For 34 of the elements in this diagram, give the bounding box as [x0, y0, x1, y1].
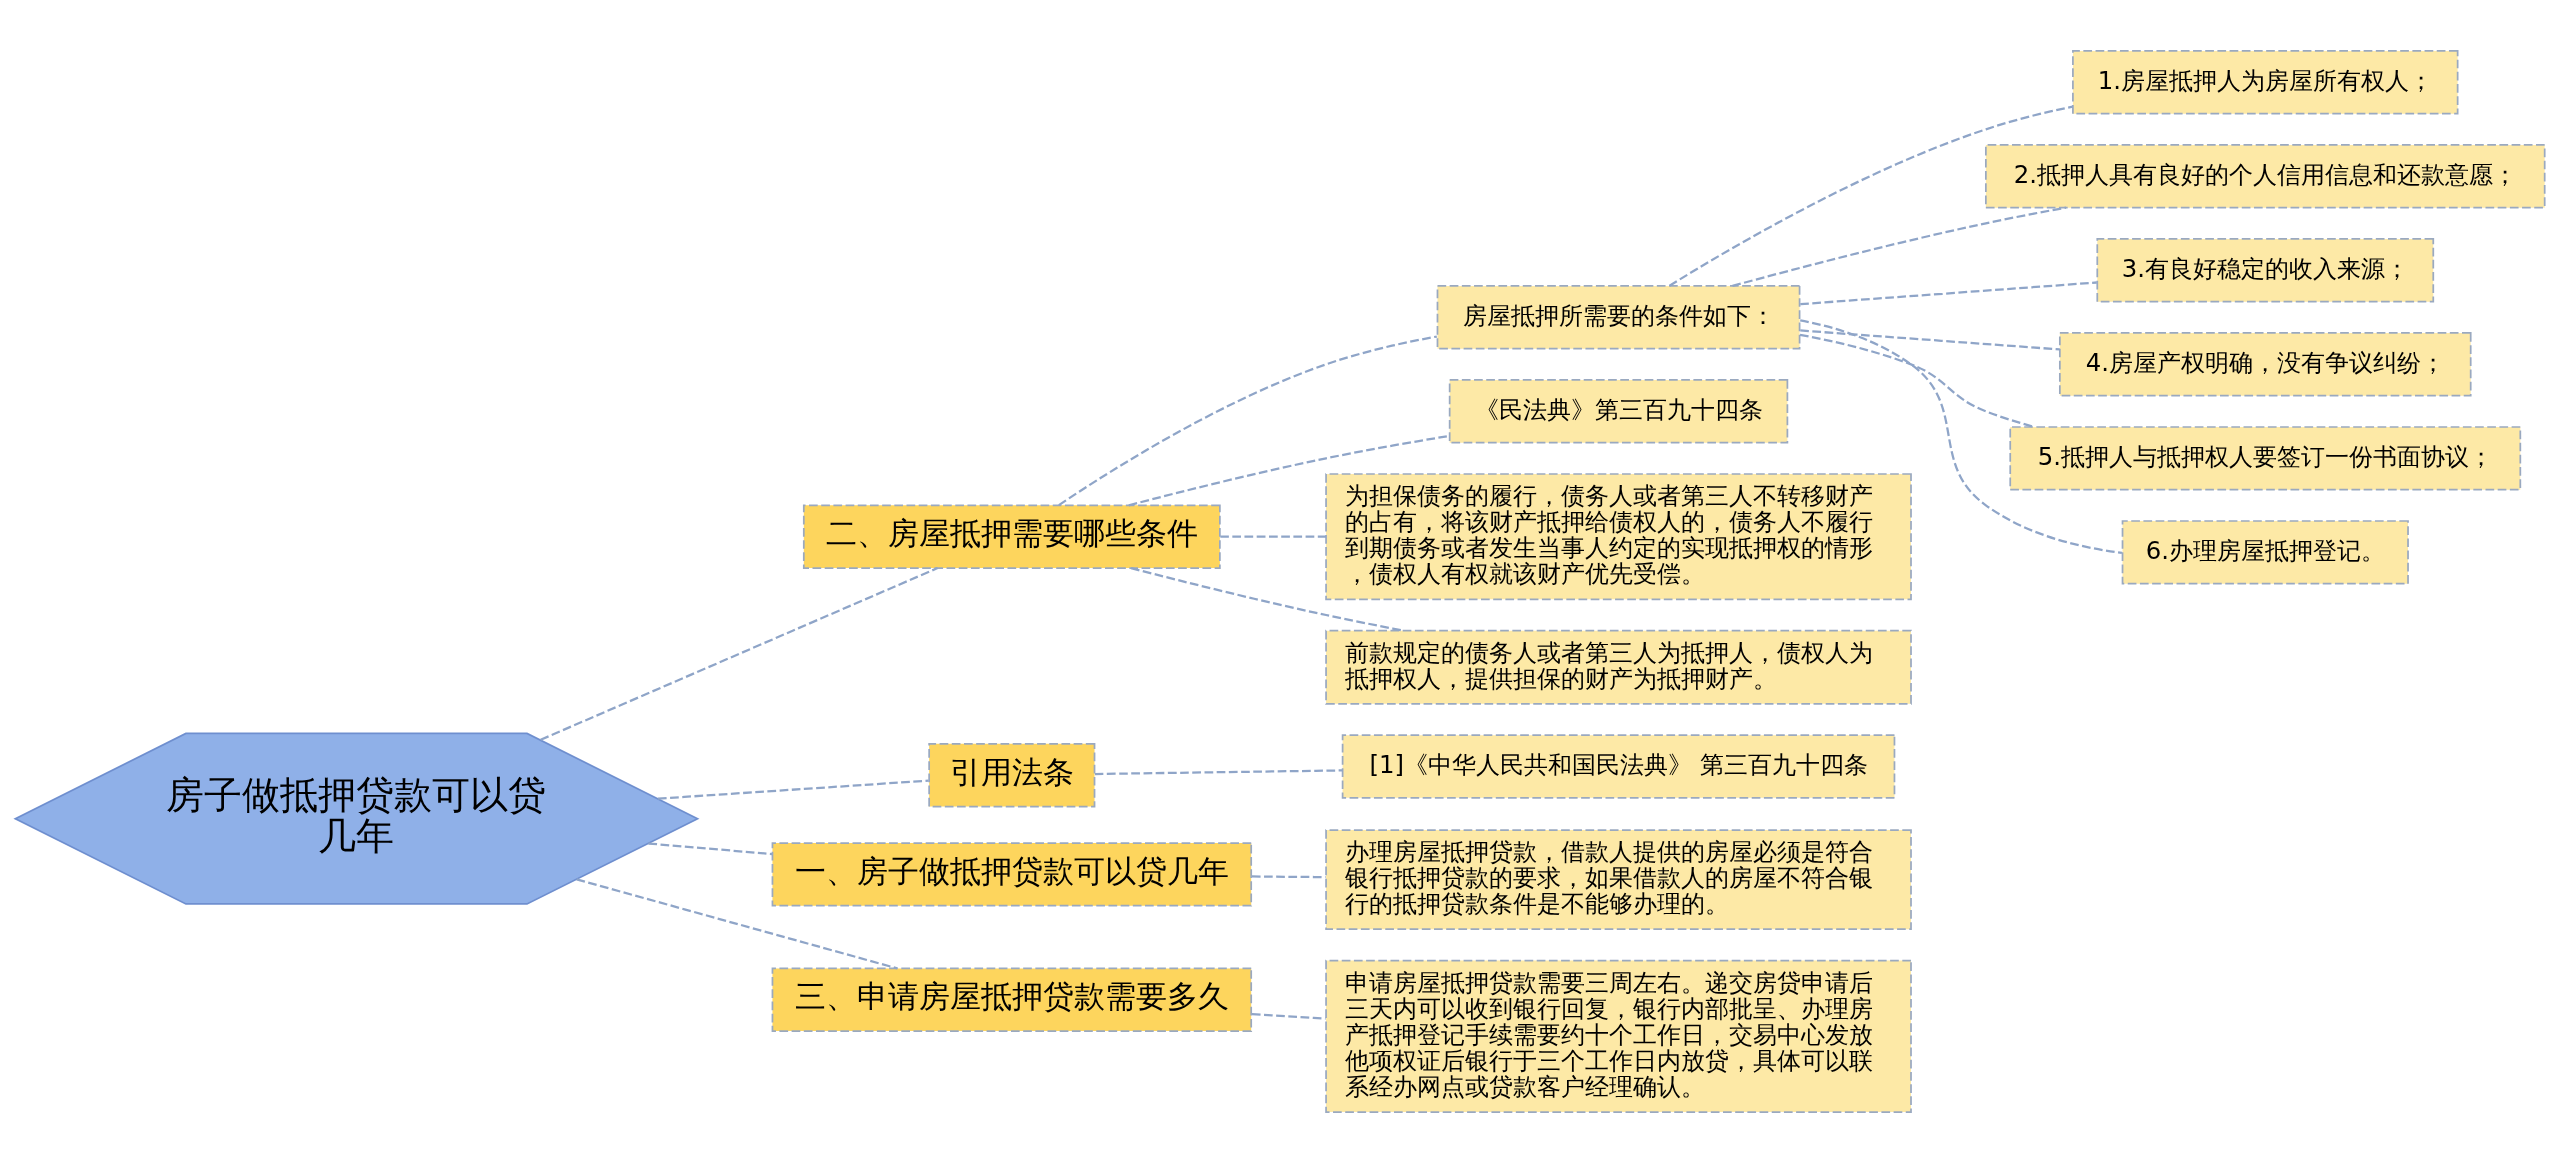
node-box: 前款规定的债务人或者第三人为抵押人，债权人为抵押权人，提供担保的财产为抵押财产。 [1325, 629, 1912, 705]
node-box: 一、房子做抵押贷款可以贷几年 [771, 841, 1253, 907]
node-box: 申请房屋抵押贷款需要三周左右。递交房贷申请后三天内可以收到银行回复，银行内部批呈、办理房产抵押登记手续需要约十个工作日，交易中心发放他项权证后银行于三个工作日内放贷，具体可以联系经办网点或贷款客户经理确认。 [1325, 959, 1912, 1113]
connector [657, 779, 929, 800]
connector [576, 877, 898, 969]
node-box: 1.房屋抵押人为房屋所有权人； [2072, 49, 2459, 114]
connector [1800, 280, 2097, 305]
node-box: 办理房屋抵押贷款，借款人提供的房屋必须是符合银行抵押贷款的要求，如果借款人的房屋不符合银行的抵押贷款条件是不能够办理的。 [1325, 828, 1912, 930]
node-box: 5.抵押人与抵押权人要签订一份书面协议； [2009, 425, 2522, 491]
connector [1732, 206, 2067, 287]
node-box: 4.房屋产权明确，没有争议纠纷； [2059, 331, 2472, 397]
connector [1800, 328, 2060, 351]
node-box: 6.办理房屋抵押登记。 [2121, 519, 2409, 585]
node-box: 2.抵押人具有良好的个人信用信息和还款意愿； [1985, 143, 2546, 208]
connector [1094, 768, 1343, 775]
node-box: 为担保债务的履行，债务人或者第三人不转移财产的占有，将该财产抵押给债权人的，债务人不履行到期债务或者发生当事人约定的实现抵押权的情形，债权人有权就该财产优先受偿。 [1325, 472, 1912, 600]
connector [648, 841, 773, 855]
connector [1251, 874, 1326, 878]
node-box: 《民法典》第三百九十四条 [1448, 378, 1789, 444]
node-box: 3.有良好稳定的收入来源； [2096, 237, 2435, 302]
connector [1058, 334, 1438, 506]
node-box: [1]《中华人民共和国民法典》 第三百九十四条 [1341, 733, 1896, 799]
connector [1800, 318, 2123, 554]
connector [540, 566, 939, 741]
connector [1130, 566, 1404, 632]
node-box: 引用法条 [928, 742, 1096, 807]
node-box: 房屋抵押所需要的条件如下： [1436, 284, 1801, 350]
connector [1128, 434, 1450, 506]
connector [1220, 535, 1327, 538]
node-box: 二、房屋抵押需要哪些条件 [802, 503, 1221, 569]
connector [1251, 1012, 1326, 1020]
node-box: 三、申请房屋抵押贷款需要多久 [771, 967, 1253, 1032]
connector [1668, 105, 2073, 287]
connector [1799, 333, 2035, 428]
